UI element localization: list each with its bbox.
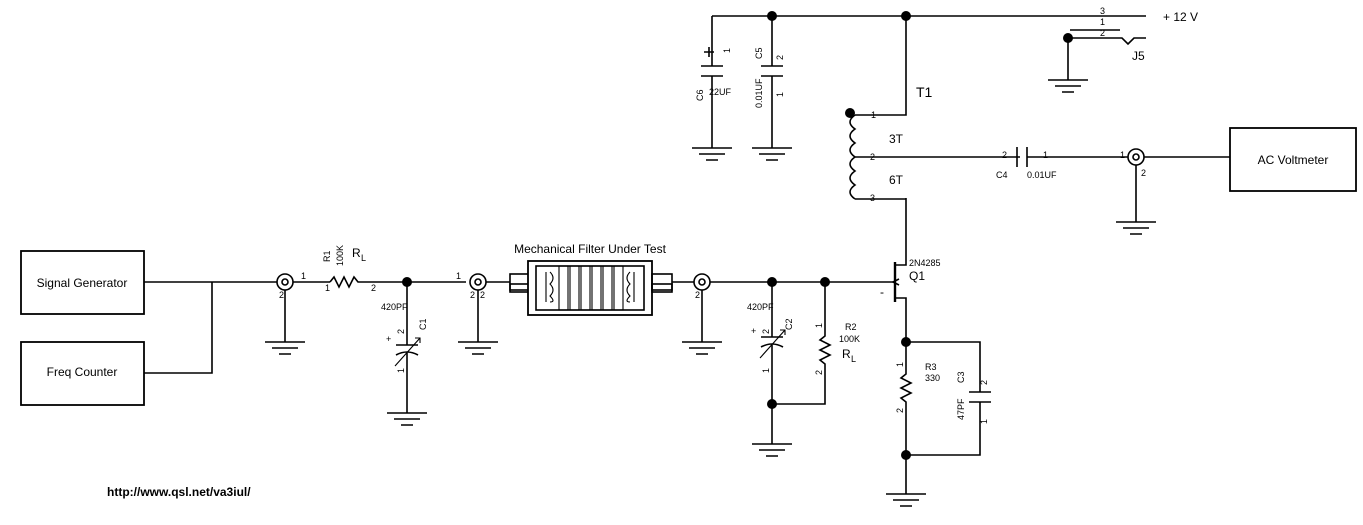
ground-symbol [458, 341, 498, 355]
pin-label: 2 [371, 283, 376, 293]
jfet-q1: - [880, 198, 907, 342]
signal-generator-block: Signal Generator [20, 250, 145, 315]
q1-gate-minus: - [880, 285, 884, 299]
t1-secondary: 6T [889, 173, 904, 187]
pin-label: 1 [761, 368, 771, 373]
input-wiring: + [144, 273, 466, 413]
c4-ref: C4 [996, 170, 1008, 180]
pin-label: 2 [396, 329, 406, 334]
c3-value: 47PF [956, 398, 966, 420]
pin-label: 2 [279, 290, 284, 300]
source-network [899, 337, 991, 494]
q1-ref: Q1 [909, 269, 925, 283]
ground-symbol [265, 341, 305, 355]
ground-symbol [692, 147, 732, 161]
c6-value: 22UF [709, 87, 732, 97]
t1-primary: 3T [889, 132, 904, 146]
c2-plus: + [751, 326, 756, 336]
pin-label: 1 [979, 419, 989, 424]
footer-url: http://www.qsl.net/va3iul/ [107, 485, 251, 499]
r2-value: 100K [839, 334, 860, 344]
r2-rl: R [842, 347, 851, 361]
pin-label: 1 [722, 48, 732, 53]
pin-label: 1 [396, 368, 406, 373]
r2-rl-sub: L [851, 354, 856, 364]
filter-input-connector [469, 273, 510, 342]
pin-label: 1 [301, 271, 306, 281]
c3-ref: C3 [956, 371, 966, 383]
pin-label: 1 [775, 92, 785, 97]
pin-label: 2 [775, 55, 785, 60]
freq-counter-label: Freq Counter [47, 365, 118, 379]
signal-generator-label: Signal Generator [37, 276, 128, 290]
pin-label: 1 [1120, 150, 1125, 160]
c4-value: 0.01UF [1027, 170, 1057, 180]
pin-label: 1 [325, 283, 330, 293]
r1-ref: R1 [322, 250, 332, 262]
ground-symbol [387, 412, 427, 426]
c1-value: 420PF [381, 302, 408, 312]
c1-ref: C1 [418, 318, 428, 330]
pin-label: 2 [1002, 150, 1007, 160]
c5-ref: C5 [754, 47, 764, 59]
c5-value: 0.01UF [754, 78, 764, 108]
pin-label: 1 [814, 323, 824, 328]
supply-voltage: + 12 V [1163, 10, 1198, 24]
ac-voltmeter-label: AC Voltmeter [1258, 153, 1329, 167]
r3-ref: R3 [925, 362, 937, 372]
ground-symbol [1048, 79, 1088, 93]
ground-symbol [886, 493, 926, 507]
pin-label: 2 [1141, 168, 1146, 178]
transformer-t1 [845, 16, 1020, 200]
pin-label: 3 [870, 193, 875, 203]
c2-value: 420PF [747, 302, 774, 312]
r2-ref: R2 [845, 322, 857, 332]
output-coupling [1016, 147, 1230, 222]
ground-symbol [682, 341, 722, 355]
pin-label: 2 [870, 152, 875, 162]
ac-voltmeter-block: AC Voltmeter [1229, 127, 1357, 192]
pin-label: 1 [1100, 17, 1105, 27]
c6-ref: C6 [695, 89, 705, 101]
freq-counter-block: Freq Counter [20, 341, 145, 406]
r1-rl: R [352, 246, 361, 260]
q1-part: 2N4285 [909, 258, 941, 268]
pin-label: 2 [470, 290, 475, 300]
t1-ref: T1 [916, 84, 933, 100]
filter-output-connector [672, 273, 772, 342]
r1-value: 100K [335, 245, 345, 266]
pin-label: 2 [1100, 28, 1105, 38]
c2-ref: C2 [784, 318, 794, 330]
ground-symbol [752, 443, 792, 457]
pin-label: 1 [895, 362, 905, 367]
ground-symbol [752, 147, 792, 161]
r1-rl-sub: L [361, 253, 366, 263]
pin-label: 1 [871, 110, 876, 120]
r3-value: 330 [925, 373, 940, 383]
filter-title: Mechanical Filter Under Test [514, 242, 667, 256]
pin-label: 2 [480, 290, 485, 300]
pin-label: 1 [1043, 150, 1048, 160]
ground-symbol [1116, 221, 1156, 235]
supply-rail [701, 11, 1146, 148]
c1-plus: + [386, 334, 391, 344]
pin-label: 3 [1100, 6, 1105, 16]
pin-label: 1 [456, 271, 461, 281]
pin-label: 2 [814, 370, 824, 375]
mechanical-filter: Mechanical Filter Under Test [509, 242, 673, 316]
jack-ref: J5 [1132, 49, 1145, 63]
pin-label: 2 [695, 290, 700, 300]
pin-label: 2 [895, 408, 905, 413]
pin-label: 2 [761, 329, 771, 334]
pin-label: 2 [979, 380, 989, 385]
gate-network: + [751, 277, 895, 444]
